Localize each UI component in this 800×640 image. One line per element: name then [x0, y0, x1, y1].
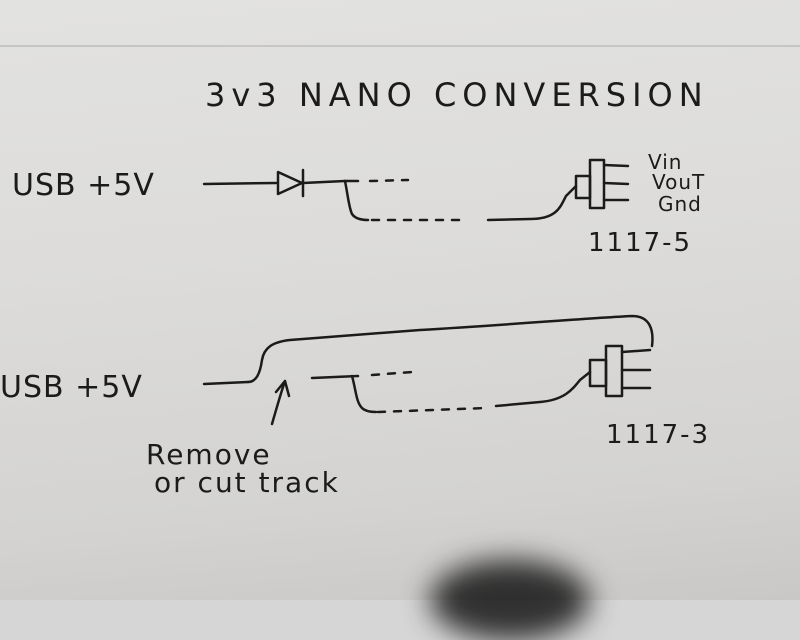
- bottom-track-stub: [310, 374, 360, 380]
- bottom-wire-to-regulator: [494, 370, 592, 408]
- top-circuit-wiring: [202, 158, 630, 222]
- pin-label-vout: VouT: [652, 170, 706, 194]
- diode-symbol: [276, 168, 305, 198]
- top-dashed-track-upper: [368, 178, 410, 183]
- bottom-input-wire: [202, 380, 250, 386]
- note-line-1: Remove: [146, 438, 272, 471]
- pin-label-vin: Vin: [648, 150, 683, 174]
- paper-fold-line: [0, 45, 800, 47]
- bottom-dashed-track-upper: [370, 370, 414, 377]
- bottom-regulator-label: 1117-3: [606, 420, 711, 450]
- pin-label-gnd: Gnd: [658, 192, 702, 216]
- circuit-drawing: [202, 158, 654, 426]
- paper-sheet: [0, 0, 800, 600]
- remove-arrow: [270, 379, 291, 426]
- bottom-bypass-wire: [246, 314, 654, 384]
- bottom-input-label: USB +5V: [0, 370, 143, 405]
- top-wire-to-regulator: [486, 184, 578, 222]
- bottom-circuit-wiring: [202, 314, 654, 426]
- top-regulator-label: 1117-5: [588, 228, 693, 258]
- bottom-dashed-track-lower: [376, 406, 488, 414]
- top-regulator-symbol: [574, 158, 630, 210]
- top-diode-output-wire: [301, 179, 347, 185]
- note-line-2: or cut track: [154, 466, 340, 499]
- bottom-regulator-symbol: [588, 344, 652, 398]
- camera-shadow: [430, 560, 590, 640]
- diagram-title: 3v3 NANO CONVERSION: [205, 76, 709, 114]
- top-input-wire: [202, 181, 278, 186]
- bottom-branch-drop: [350, 374, 378, 414]
- top-input-label: USB +5V: [12, 168, 155, 203]
- top-branch-drop: [343, 179, 370, 222]
